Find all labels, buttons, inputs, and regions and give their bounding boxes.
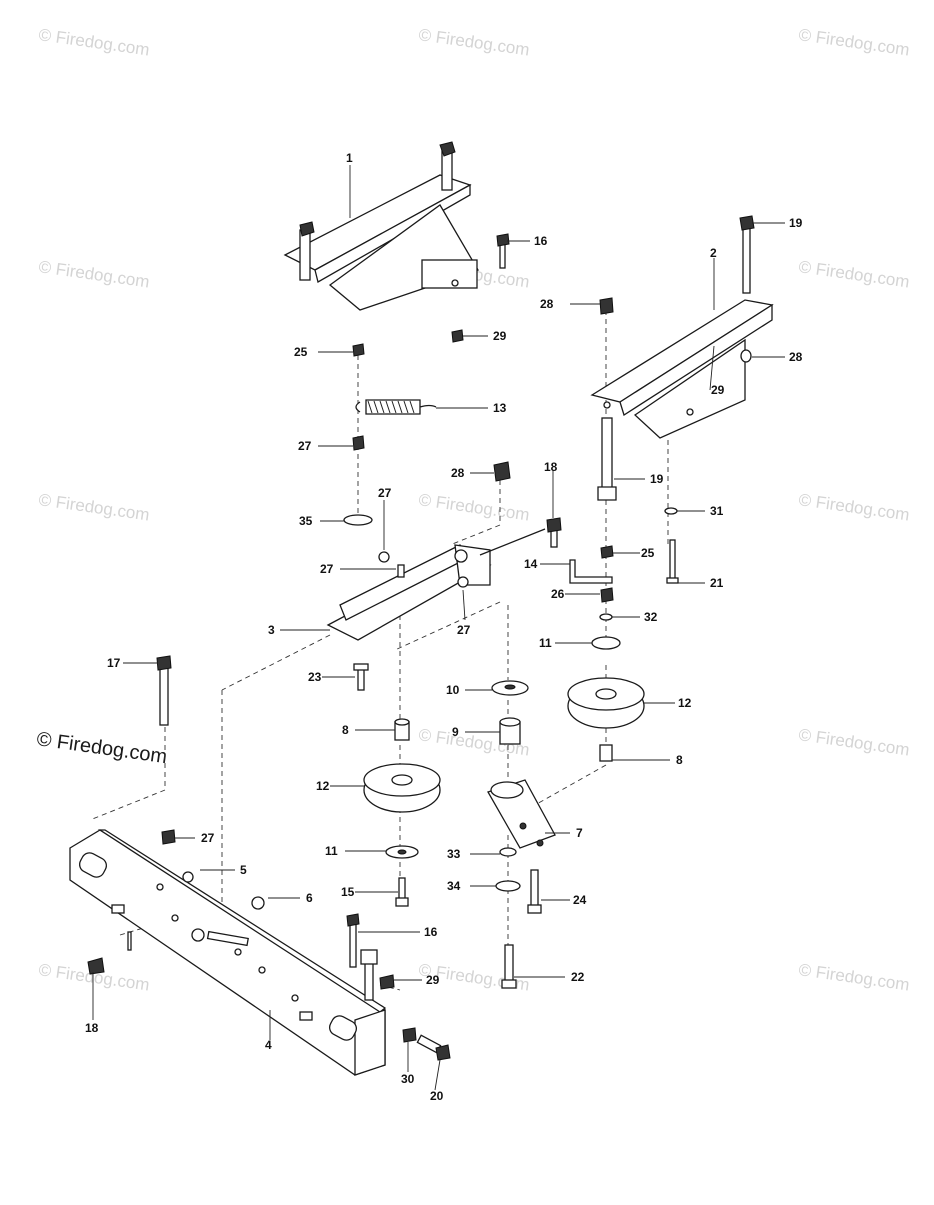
callout-29-right: 29: [711, 383, 725, 397]
callout-34: 34: [447, 879, 461, 893]
callout-27-plate: 27: [457, 623, 471, 637]
callout-18-bottom: 18: [85, 1021, 99, 1035]
callout-32: 32: [644, 610, 658, 624]
callout-8-left: 8: [342, 723, 349, 737]
callout-30: 30: [401, 1072, 415, 1086]
callout-4: 4: [265, 1038, 272, 1052]
callout-21: 21: [710, 576, 724, 590]
callout-28-middle: 28: [451, 466, 465, 480]
callout-33: 33: [447, 847, 461, 861]
callout-22: 22: [571, 970, 585, 984]
callout-23: 23: [308, 670, 322, 684]
watermark-text: © Firedog.com: [797, 725, 910, 759]
callout-31: 31: [710, 504, 724, 518]
callout-17: 17: [107, 656, 121, 670]
callout-2: 2: [710, 246, 717, 260]
center-idler-stack: [487, 680, 556, 989]
callout-28-right: 28: [789, 350, 803, 364]
callout-7: 7: [576, 826, 583, 840]
callout-27-spring: 27: [298, 439, 312, 453]
left-pulley-stack: [363, 718, 441, 907]
callout-25-left: 25: [294, 345, 308, 359]
callout-29-upper: 29: [493, 329, 507, 343]
watermark-prominent: © Firedog.com: [35, 728, 168, 768]
callout-27-left: 27: [320, 562, 334, 576]
callout-29-lower: 29: [426, 973, 440, 987]
part-3-plate: [326, 514, 562, 691]
callout-8-right: 8: [676, 753, 683, 767]
callout-1: 1: [346, 151, 353, 165]
watermark-text: © Firedog.com: [417, 25, 530, 59]
callout-19-middle: 19: [650, 472, 664, 486]
part-1-bracket: [283, 141, 479, 311]
callout-3: 3: [268, 623, 275, 637]
callout-12-right: 12: [678, 696, 692, 710]
callout-16-top: 16: [534, 234, 548, 248]
watermark-text: © Firedog.com: [37, 257, 150, 291]
callout-27-frame: 27: [201, 831, 215, 845]
part-2-bracket: [590, 215, 774, 439]
callout-10: 10: [446, 683, 460, 697]
watermark-text: © Firedog.com: [797, 257, 910, 291]
watermark-text: © Firedog.com: [417, 490, 530, 524]
callout-9: 9: [452, 725, 459, 739]
callout-28-upper: 28: [540, 297, 554, 311]
watermark-text: © Firedog.com: [797, 960, 910, 994]
callout-11-left: 11: [325, 844, 338, 858]
watermark-layer: © Firedog.com © Firedog.com © Firedog.co…: [35, 25, 910, 994]
watermark-text: © Firedog.com: [37, 25, 150, 59]
callout-labels: 1 2 3 4 5 6 7 8 8 9 10 11 11 12 12 13 14…: [85, 151, 803, 1103]
part-4-frame: [69, 655, 451, 1076]
callout-5: 5: [240, 863, 247, 877]
callout-6: 6: [306, 891, 313, 905]
callout-35: 35: [299, 514, 313, 528]
callout-18-top: 18: [544, 460, 558, 474]
callout-13: 13: [493, 401, 507, 415]
callout-25-right: 25: [641, 546, 655, 560]
callout-11-right: 11: [539, 636, 552, 650]
leader-lines: [92, 165, 785, 1091]
watermark-text: © Firedog.com: [37, 490, 150, 524]
callout-27-top: 27: [378, 486, 392, 500]
watermark-text: © Firedog.com: [797, 25, 910, 59]
callout-24: 24: [573, 893, 587, 907]
upper-hardware: [352, 233, 614, 482]
callout-19-top: 19: [789, 216, 803, 230]
callout-20: 20: [430, 1089, 444, 1103]
callout-26: 26: [551, 587, 565, 601]
right-pulley-stack: [567, 417, 679, 762]
callout-15: 15: [341, 885, 355, 899]
callout-16-bottom: 16: [424, 925, 438, 939]
watermark-text: © Firedog.com: [797, 490, 910, 524]
callout-12-left: 12: [316, 779, 330, 793]
callout-14: 14: [524, 557, 538, 571]
